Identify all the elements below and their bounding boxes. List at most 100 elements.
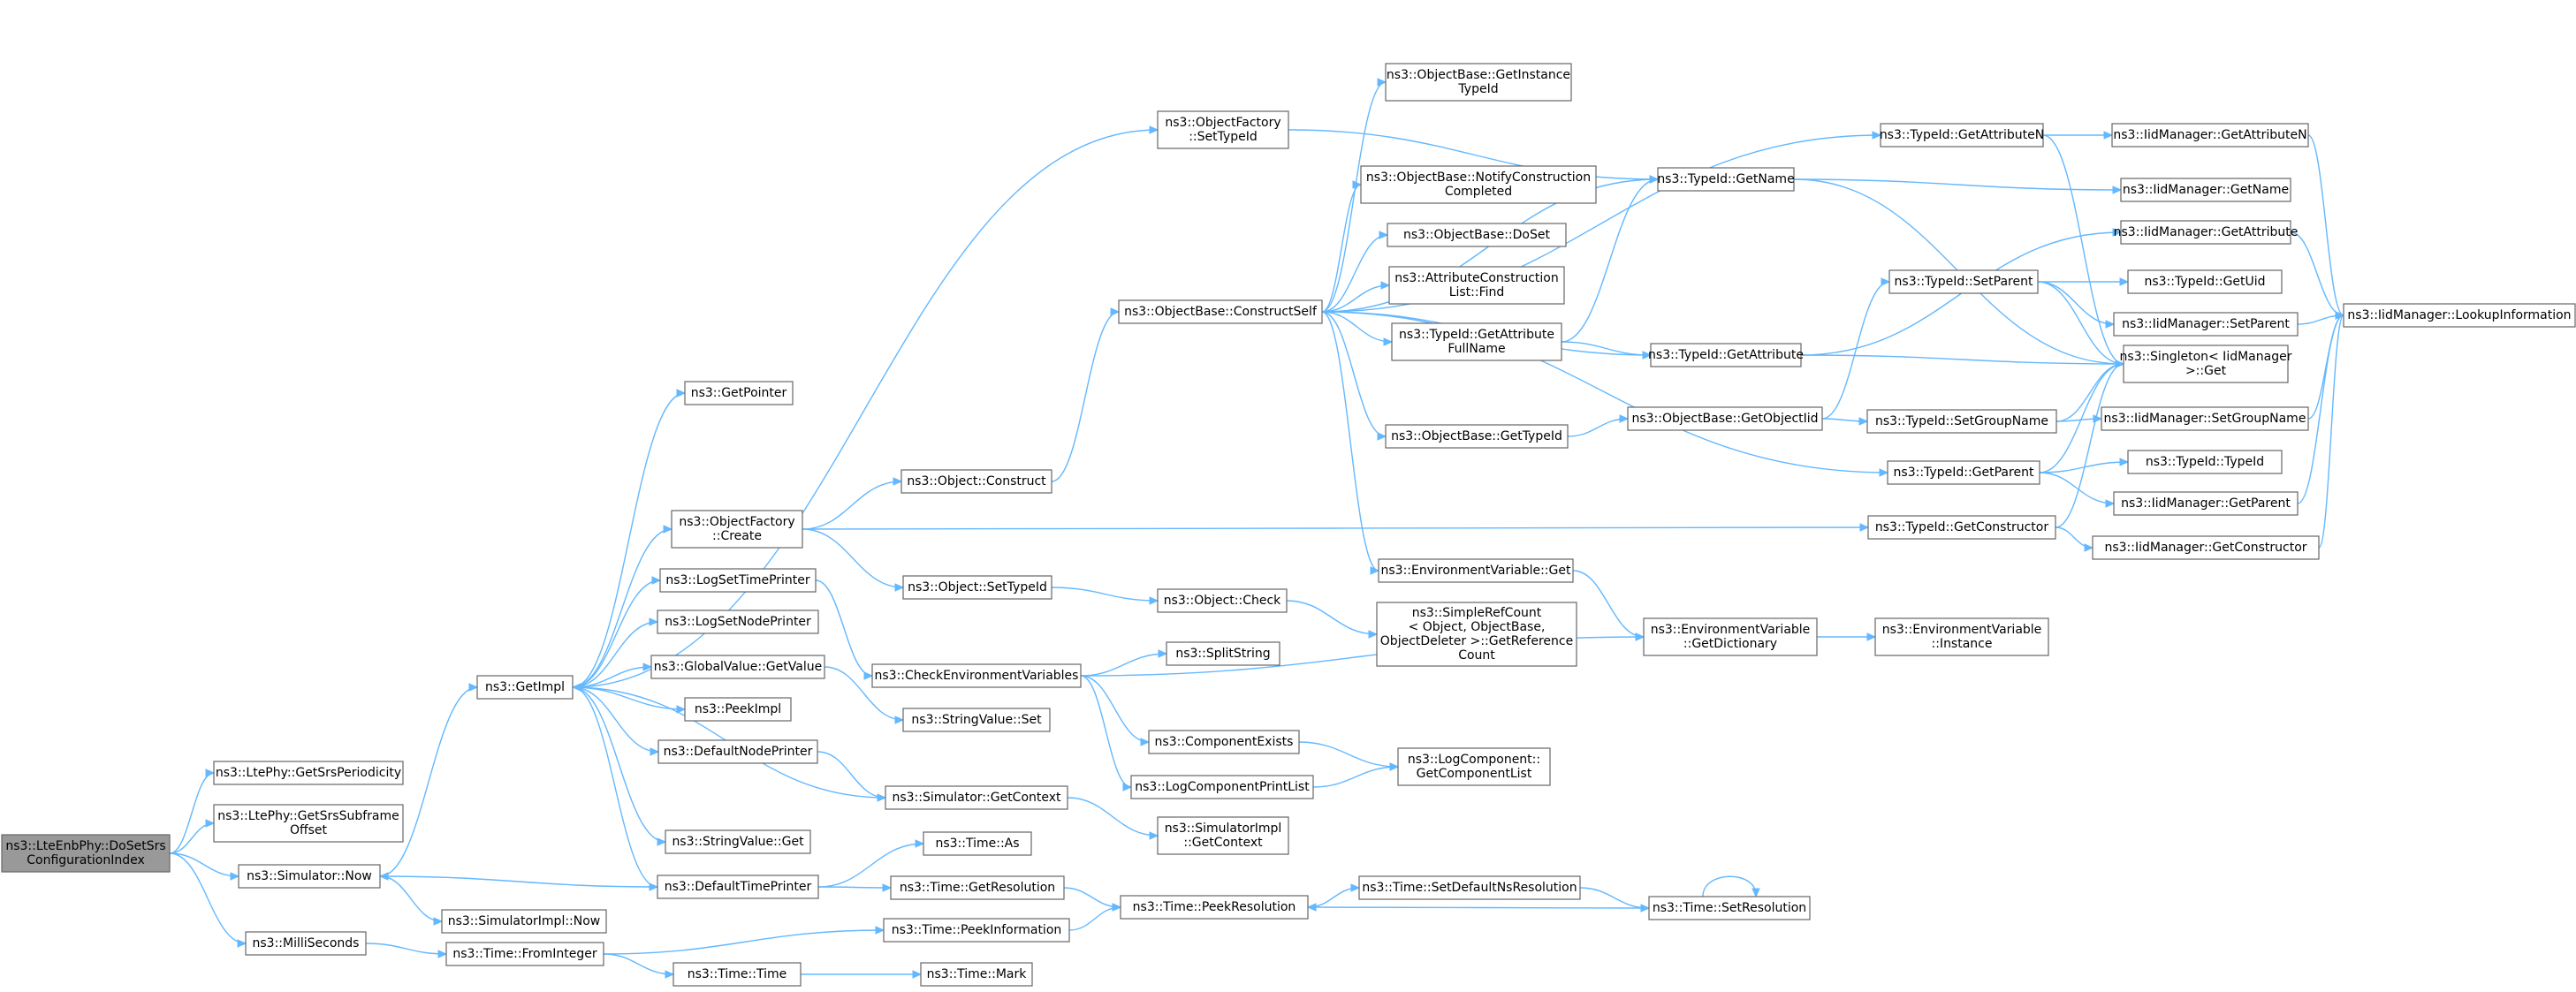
node-setdefns[interactable]: ns3::Time::SetDefaultNsResolution (1358, 875, 1581, 900)
node-iidgetattrn[interactable]: ns3::IidManager::GetAttributeN (2111, 123, 2309, 148)
node-lognode[interactable]: ns3::LogSetNodePrinter (657, 610, 819, 634)
node-gvget[interactable]: ns3::GlobalValue::GetValue (650, 655, 825, 679)
edge-root-to-simnow (169, 852, 240, 881)
node-deftime[interactable]: ns3::DefaultTimePrinter (657, 875, 819, 899)
node-ofsettype[interactable]: ns3::ObjectFactory::SetTypeId (1157, 110, 1289, 149)
node-doset[interactable]: ns3::ObjectBase::DoSet (1387, 223, 1567, 247)
node-compexists[interactable]: ns3::ComponentExists (1148, 730, 1300, 754)
edge-line (572, 686, 686, 710)
node-objsettype[interactable]: ns3::Object::SetTypeId (902, 575, 1052, 600)
node-root[interactable]: ns3::LteEnbPhy::DoSetSrsConfigurationInd… (1, 834, 171, 873)
node-label: ns3::LogSetTimePrinter (665, 573, 810, 587)
node-iidsetparent[interactable]: ns3::IidManager::SetParent (2113, 312, 2299, 337)
edge-fromint-to-timepeekinfo (603, 926, 885, 955)
node-timetime[interactable]: ns3::Time::Time (672, 962, 802, 987)
node-constructself[interactable]: ns3::ObjectBase::ConstructSelf (1118, 299, 1323, 324)
node-label: ns3::GlobalValue::GetValue (654, 660, 822, 674)
node-simimplctx[interactable]: ns3::SimulatorImpl::GetContext (1157, 816, 1289, 855)
node-svget[interactable]: ns3::StringValue::Get (665, 829, 811, 854)
node-iidlookup[interactable]: ns3::IidManager::LookupInformation (2343, 303, 2576, 328)
node-checkenv[interactable]: ns3::CheckEnvironmentVariables (871, 663, 1082, 688)
node-logcompgetlist[interactable]: ns3::LogComponent::GetComponentList (1397, 747, 1551, 786)
node-objconstruct[interactable]: ns3::Object::Construct (900, 469, 1052, 494)
node-simnow[interactable]: ns3::Simulator::Now (238, 864, 381, 889)
node-obgetobjtid[interactable]: ns3::ObjectBase::GetObjectIid (1627, 406, 1823, 431)
edge-tidgetctor-to-singleton (2055, 360, 2125, 528)
node-label: ns3::ObjectFactory (679, 515, 794, 529)
node-tidtypeid[interactable]: ns3::TypeId::TypeId (2127, 450, 2283, 474)
node-simplerefcount[interactable]: ns3::SimpleRefCount< Object, ObjectBase,… (1376, 602, 1577, 667)
node-milli[interactable]: ns3::MilliSeconds (245, 931, 367, 956)
node-iidgetctor[interactable]: ns3::IidManager::GetConstructor (2092, 535, 2320, 560)
node-tidsetgroup[interactable]: ns3::TypeId::SetGroupName (1866, 409, 2057, 434)
node-box (1648, 896, 1811, 920)
node-fromint[interactable]: ns3::Time::FromInteger (445, 942, 604, 966)
node-peekres[interactable]: ns3::Time::PeekResolution (1120, 895, 1309, 920)
node-simimplnow[interactable]: ns3::SimulatorImpl::Now (441, 909, 607, 934)
edge-line (817, 886, 892, 889)
node-logcompprint[interactable]: ns3::LogComponentPrintList (1130, 775, 1314, 799)
node-objcheck[interactable]: ns3::Object::Check (1157, 588, 1288, 613)
node-timemark[interactable]: ns3::Time::Mark (920, 962, 1033, 987)
node-envget[interactable]: ns3::EnvironmentVariable::Get (1378, 558, 1574, 583)
node-defnode[interactable]: ns3::DefaultNodePrinter (657, 739, 818, 764)
node-envinstance[interactable]: ns3::EnvironmentVariable::Instance (1874, 617, 2049, 656)
node-obgettypeid[interactable]: ns3::ObjectBase::GetTypeId (1385, 424, 1569, 449)
edge-compexists-to-logcompgetlist (1298, 741, 1400, 771)
node-label: ns3::IidManager::SetParent (2122, 317, 2290, 331)
node-box (2113, 312, 2299, 337)
node-simctx[interactable]: ns3::Simulator::GetContext (885, 785, 1068, 810)
node-splitstr[interactable]: ns3::SplitString (1166, 641, 1280, 666)
node-srsper[interactable]: ns3::LtePhy::GetSrsPeriodicity (213, 761, 404, 785)
node-timeas[interactable]: ns3::Time::As (923, 831, 1032, 856)
node-box (1360, 165, 1597, 204)
node-tidgetattr[interactable]: ns3::TypeId::GetAttribute (1648, 343, 1804, 367)
edge-ofcreate-to-objsettype (802, 528, 905, 592)
node-getimpl[interactable]: ns3::GetImpl (476, 675, 574, 700)
edge-arrowhead (1858, 417, 1869, 426)
edge-arrowhead (915, 839, 925, 848)
node-box (650, 655, 825, 679)
node-timegetres[interactable]: ns3::Time::GetResolution (890, 875, 1065, 900)
node-envgetdict[interactable]: ns3::EnvironmentVariable::GetDictionary (1643, 617, 1818, 656)
edge-line (1286, 600, 1378, 635)
node-tidgetname[interactable]: ns3::TypeId::GetName (1657, 167, 1795, 192)
node-timepeekinfo[interactable]: ns3::Time::PeekInformation (883, 918, 1070, 943)
node-tidgetparent[interactable]: ns3::TypeId::GetParent (1887, 460, 2040, 485)
edge-root-to-srssub (169, 819, 216, 854)
edge-arrowhead (893, 477, 903, 486)
edge-constructself-to-doset (1321, 231, 1389, 313)
node-iidgetname[interactable]: ns3::IidManager::GetName (2120, 178, 2291, 202)
edge-tidgetattrfull-to-tidgetname (1561, 175, 1660, 343)
node-singleton[interactable]: ns3::Singleton< IidManager>::Get (2120, 345, 2292, 383)
node-iidgetattr[interactable]: ns3::IidManager::GetAttribute (2114, 220, 2299, 245)
node-label: ns3::TypeId::GetAttribute (1399, 328, 1554, 342)
edge-checkenv-to-logcompprint (1080, 675, 1133, 791)
edge-tidgetctor-to-iidgetctor (2055, 526, 2094, 552)
edge-arrowhead (877, 793, 887, 802)
node-ofcreate[interactable]: ns3::ObjectFactory::Create (671, 510, 803, 549)
node-tidgetattrn[interactable]: ns3::TypeId::GetAttributeN (1880, 123, 2044, 148)
node-tidgetctor[interactable]: ns3::TypeId::GetConstructor (1867, 515, 2056, 540)
node-svset[interactable]: ns3::StringValue::Set (902, 708, 1051, 732)
node-logtime[interactable]: ns3::LogSetTimePrinter (659, 568, 817, 593)
node-notify[interactable]: ns3::ObjectBase::NotifyConstructionCompl… (1360, 165, 1597, 204)
node-peek[interactable]: ns3::PeekImpl (684, 697, 792, 722)
node-label: ns3::PeekImpl (695, 702, 781, 716)
node-tidsetparent[interactable]: ns3::TypeId::SetParent (1888, 269, 2039, 294)
node-tidgetuid[interactable]: ns3::TypeId::GetUid (2127, 269, 2283, 294)
node-box (1643, 617, 1818, 656)
edge-tidsetparent-to-tidgetuid (2037, 277, 2130, 286)
node-timesetres[interactable]: ns3::Time::SetResolution (1648, 896, 1811, 920)
edge-line (379, 875, 443, 922)
node-box (2120, 220, 2291, 245)
edge-root-to-srsper (169, 769, 216, 854)
node-box (1387, 223, 1567, 247)
node-iidgetparent[interactable]: ns3::IidManager::GetParent (2113, 491, 2299, 516)
node-iidsetgroup[interactable]: ns3::IidManager::SetGroupName (2101, 406, 2309, 431)
node-getptr[interactable]: ns3::GetPointer (684, 381, 794, 405)
